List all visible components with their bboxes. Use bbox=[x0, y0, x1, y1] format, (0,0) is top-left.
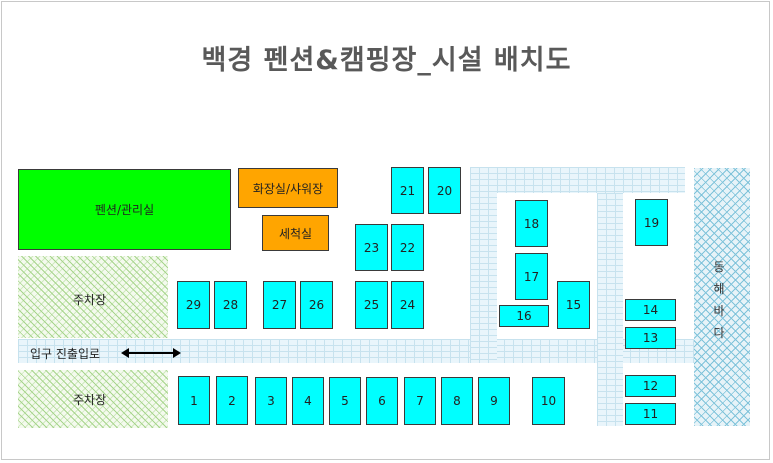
two-way-arrow-icon bbox=[121, 348, 181, 358]
page-title: 백경 펜션&캠핑장_시설 배치도 bbox=[201, 45, 572, 76]
campsite-11: 11 bbox=[625, 403, 676, 425]
east-sea-area bbox=[694, 168, 750, 426]
campsite-7: 7 bbox=[404, 377, 436, 425]
campsite-29: 29 bbox=[177, 281, 210, 329]
campsite-15: 15 bbox=[557, 281, 590, 329]
middle-road-vertical bbox=[470, 167, 497, 363]
campsite-9: 9 bbox=[478, 377, 510, 425]
sea-char: 다 bbox=[713, 326, 725, 340]
parking-label-bottom: 주차장 bbox=[73, 393, 107, 407]
pension-office-building: 펜션/관리실 bbox=[18, 169, 231, 250]
campsite-8: 8 bbox=[441, 377, 473, 425]
campsite-23: 23 bbox=[355, 224, 388, 271]
campsite-28: 28 bbox=[214, 281, 247, 329]
campsite-22: 22 bbox=[391, 224, 424, 271]
campsite-20: 20 bbox=[428, 167, 461, 214]
campsite-18: 18 bbox=[515, 200, 548, 247]
parking-label-top: 주차장 bbox=[73, 293, 107, 307]
campsite-13: 13 bbox=[625, 327, 676, 349]
campsite-16: 16 bbox=[499, 305, 549, 327]
campsite-12: 12 bbox=[625, 375, 676, 397]
parking-area-bottom bbox=[18, 370, 168, 428]
campsite-3: 3 bbox=[255, 377, 287, 425]
right-road-vertical bbox=[597, 193, 623, 426]
east-sea-label: 동 해 바 다 bbox=[708, 256, 730, 344]
campsite-2: 2 bbox=[216, 376, 248, 425]
sea-char: 해 bbox=[713, 282, 725, 296]
campsite-26: 26 bbox=[300, 281, 333, 329]
campsite-25: 25 bbox=[355, 281, 388, 329]
campsite-27: 27 bbox=[263, 281, 296, 329]
entrance-road-label: 입구 진출입로 bbox=[30, 347, 101, 361]
campsite-19: 19 bbox=[635, 199, 668, 246]
upper-road bbox=[470, 167, 685, 193]
campsite-5: 5 bbox=[329, 377, 361, 425]
campsite-14: 14 bbox=[625, 299, 676, 321]
campsite-4: 4 bbox=[292, 377, 324, 425]
campsite-24: 24 bbox=[391, 281, 424, 329]
campsite-10: 10 bbox=[532, 377, 565, 425]
parking-area-top bbox=[18, 256, 168, 338]
campsite-1: 1 bbox=[178, 376, 210, 425]
washroom-building: 세척실 bbox=[262, 215, 329, 251]
campsite-21: 21 bbox=[391, 167, 424, 214]
sea-char: 바 bbox=[713, 304, 725, 318]
restroom-shower-building: 화장실/샤워장 bbox=[238, 168, 338, 208]
entrance-road bbox=[18, 339, 694, 363]
campsite-17: 17 bbox=[515, 253, 548, 300]
sea-char: 동 bbox=[713, 260, 725, 274]
campsite-6: 6 bbox=[366, 377, 398, 425]
